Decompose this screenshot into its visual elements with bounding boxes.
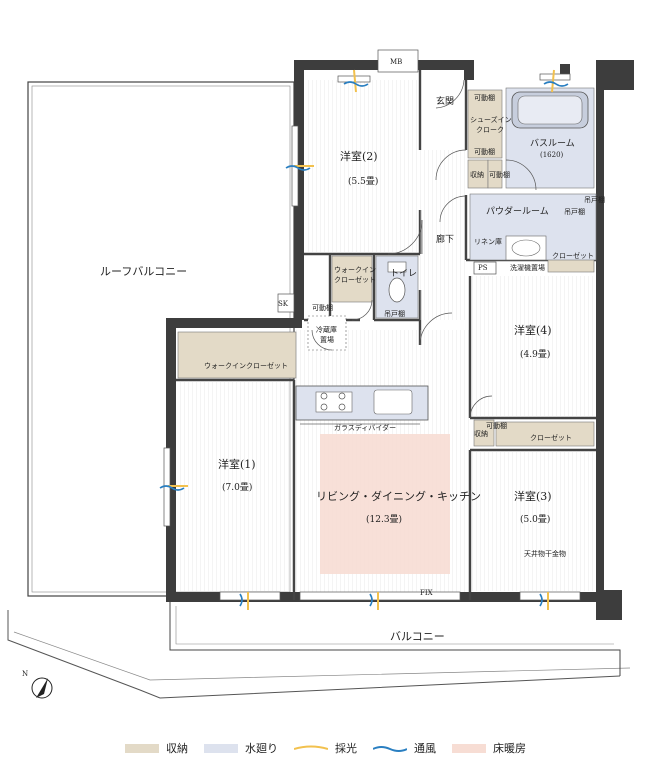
washbasin [505,235,547,261]
bathtub [511,91,589,129]
shoes-shelf-bottom: 可動棚 [474,147,495,156]
room-western1-size: (7.0畳) [222,482,252,493]
svg-text:N: N [22,670,28,678]
room-western4-size: (4.9畳) [520,349,550,360]
lighting-indicators [168,69,555,610]
storage3-label: 収納 [474,429,488,438]
legend-storage: 収納 [125,740,188,756]
legend-light: 採光 [294,740,357,756]
wic2-line1: ウォークイン [334,266,376,274]
dryer-bar-label: 天井物干金物 [524,549,566,558]
shoes-closet-line1: シューズイン [470,115,512,124]
balcony-label: バルコニー [390,630,445,643]
storage-entry-label: 収納 [470,170,484,179]
sk-label: SK [278,300,289,308]
fix-label: FIX [420,589,433,597]
washer-label: 洗濯機置場 [510,263,545,272]
toilet-hanging-shelf: 吊戸棚 [384,309,405,318]
room-western1-name: 洋室(1) [218,457,256,471]
bathroom-size: (1620) [540,151,564,159]
wic2-line2: クローゼット [334,275,376,284]
legend: 収納 水廻り 採光 通風 床暖房 [125,740,542,756]
floor-heating-zone [320,434,450,574]
floor-texture [177,80,595,592]
closet3-label: クローゼット [530,433,572,442]
toilet-fixture [387,261,407,303]
shoes-shelf-top: 可動棚 [474,93,495,102]
mb-label: MB [390,58,402,66]
closet4-label: クローゼット [552,251,594,260]
room-western3-name: 洋室(3) [514,489,552,503]
ventilation-indicators [159,81,569,607]
room-western4-name: 洋室(4) [514,323,552,337]
glass-divider-label: ガラスディバイダー [334,423,396,432]
powder-room-label: パウダールーム [486,205,549,217]
hallway-label: 廊下 [436,233,454,245]
door-swings [311,79,537,419]
room-western3-size: (5.0畳) [520,514,550,525]
shoes-closet-line2: クローク [476,126,504,134]
ps-label: PS [478,264,488,272]
wic1-label: ウォークインクローゼット [204,361,288,370]
bathroom-name: バスルーム [530,138,575,149]
room-ldk-name: リビング・ダイニング・キッチン [316,489,481,503]
legend-floor-heating: 床暖房 [452,740,526,756]
fridge-line2: 置場 [320,335,334,344]
wic2-shelf: 可動棚 [312,303,333,312]
storage-areas [177,89,595,447]
kitchen-counter [295,385,429,425]
room-ldk-size: (12.3畳) [366,514,402,525]
compass-icon: N [22,670,53,699]
room-western2-size: (5.5畳) [348,176,378,187]
fridge-line1: 冷蔵庫 [316,325,337,334]
movable-shelf-entry-label: 可動棚 [489,170,510,179]
entrance-label: 玄関 [436,95,454,107]
hanging-shelf-powder-2: 吊戸棚 [564,207,585,216]
balcony-outline [7,600,631,699]
fridge-space [307,315,347,351]
toilet-label: トイレ [390,269,417,279]
hanging-shelf-powder-1: 吊戸棚 [584,195,605,204]
room-western2-name: 洋室(2) [340,149,378,163]
linen-label: リネン庫 [474,237,502,246]
legend-wind: 通風 [373,740,436,756]
legend-water: 水廻り [204,740,278,756]
movable-shelf3-label: 可動棚 [486,421,507,430]
roof-balcony-label: ルーフバルコニー [100,265,187,278]
